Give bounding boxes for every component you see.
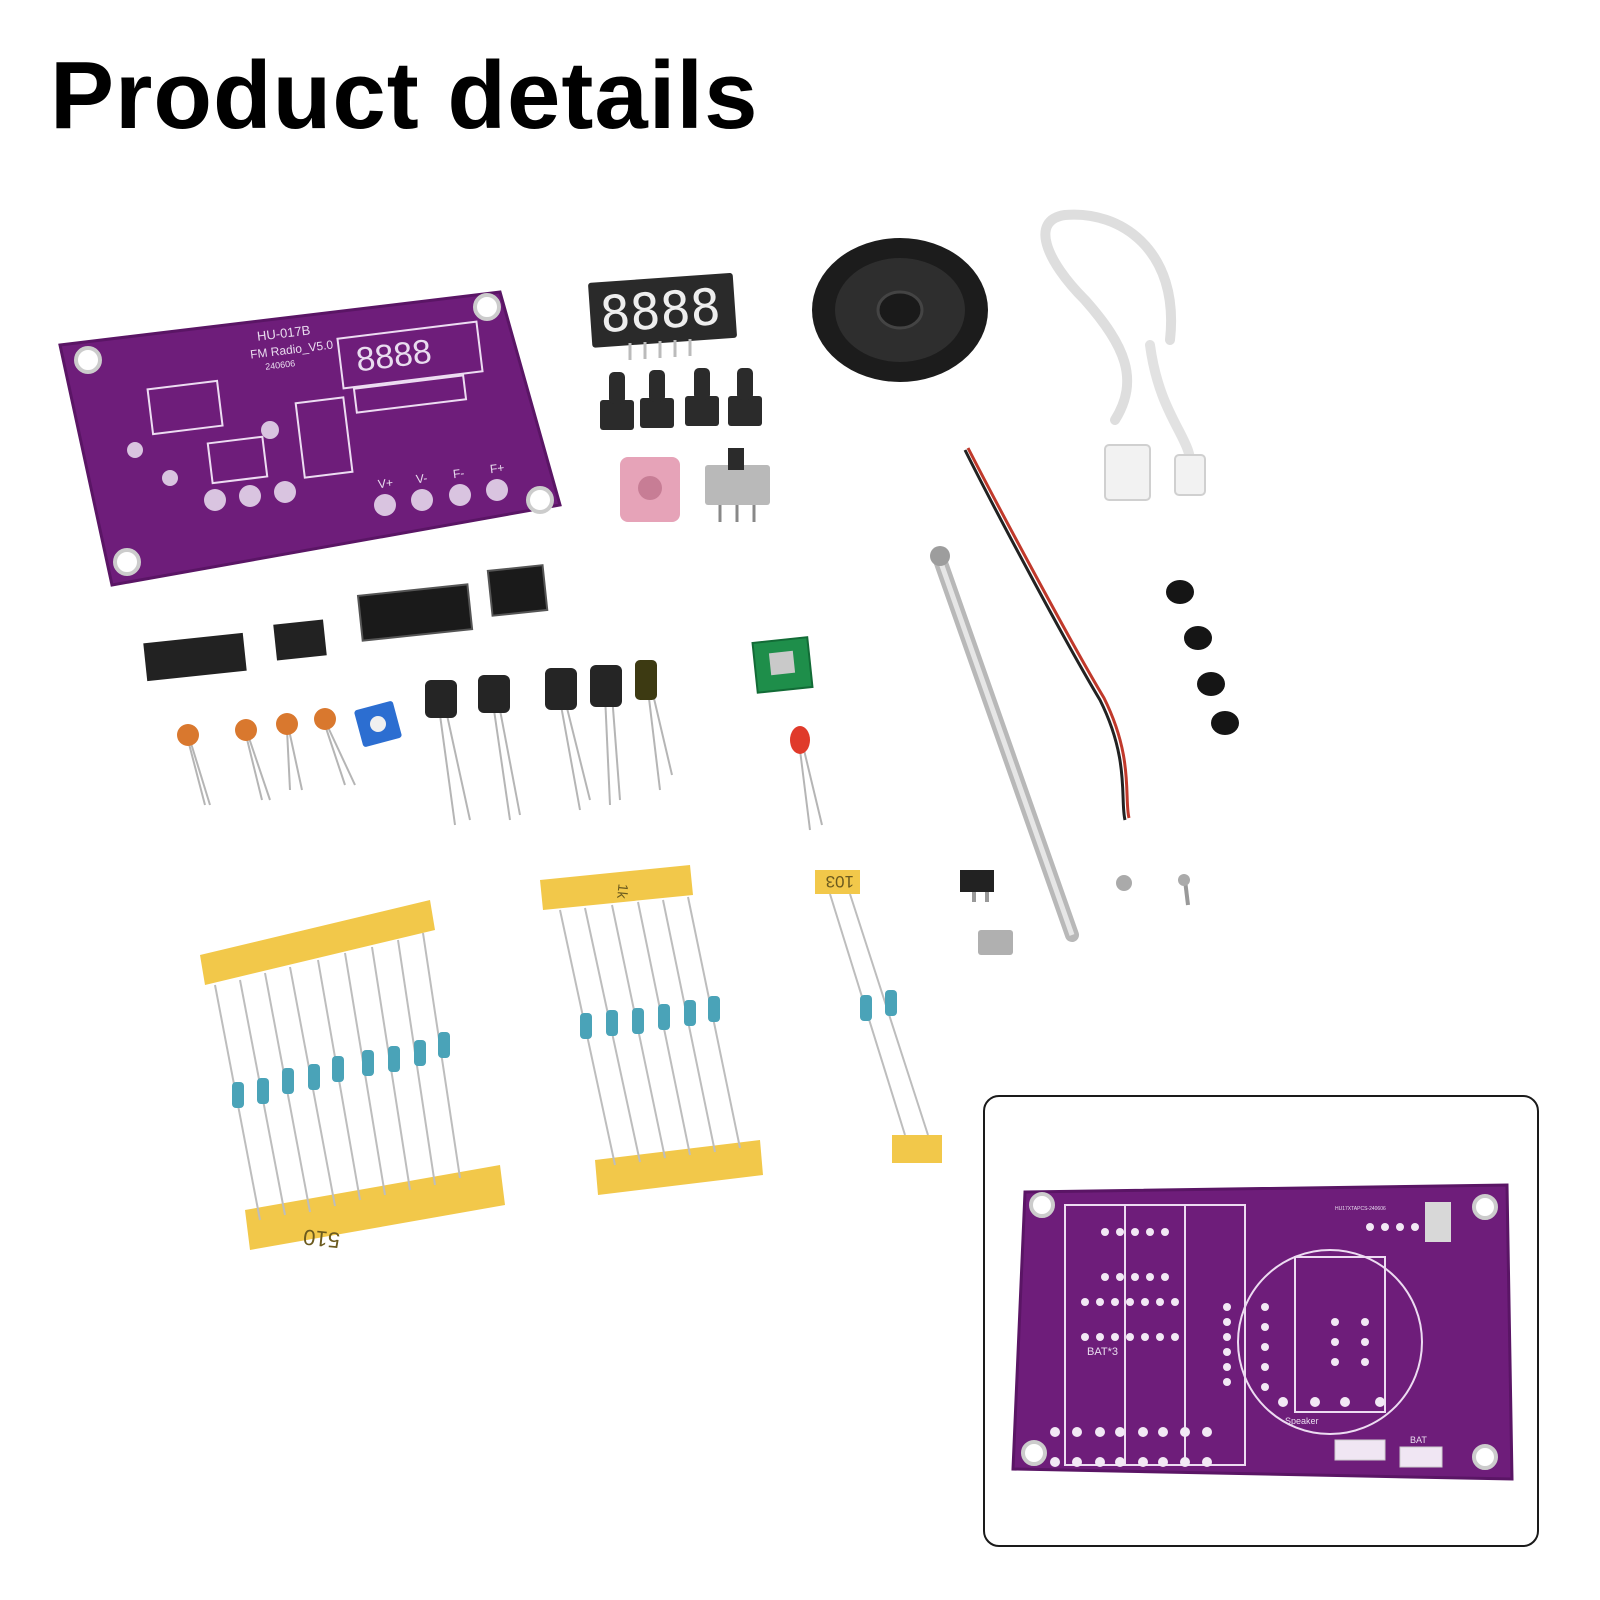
inset-back-pcb: BAT*3 Speaker BAT HU17XTAPCS-240606 — [983, 1095, 1539, 1547]
back-pcb-bat-label: BAT — [1410, 1435, 1427, 1445]
rubber-feet — [1166, 580, 1239, 735]
pcb-btn-vplus: V+ — [377, 475, 394, 491]
antenna-icon — [930, 447, 1131, 942]
headphone-jack — [620, 457, 680, 522]
back-pcb-code: HU17XTAPCS-240606 — [1335, 1206, 1386, 1212]
back-pcb-speaker-label: Speaker — [1285, 1416, 1319, 1426]
usb-cable-icon — [1040, 209, 1206, 501]
svg-text:8888: 8888 — [598, 278, 722, 344]
speaker-icon — [812, 238, 988, 382]
slide-switch — [705, 448, 770, 522]
pcb-btn-vminus: V- — [415, 471, 428, 486]
pcb-btn-fminus: F- — [452, 466, 465, 481]
capacitors — [177, 660, 823, 831]
tape-label-1k: 1k — [614, 883, 632, 900]
tactile-buttons — [600, 368, 762, 430]
tape-label-510: 510 — [302, 1224, 341, 1253]
front-pcb: 8888 HU-017B FM Radio_V5.0 240606 V+ V- … — [58, 290, 562, 587]
pcb-model: HU-017B — [256, 322, 311, 343]
pcb-btn-fplus: F+ — [489, 461, 505, 477]
small-parts — [960, 870, 1190, 955]
page-title: Product details — [50, 42, 759, 149]
svg-text:8888: 8888 — [354, 333, 434, 380]
back-pcb-photo: BAT*3 Speaker BAT HU17XTAPCS-240606 — [1011, 1183, 1514, 1481]
display-icon: 8888 — [588, 273, 737, 360]
ics-and-sockets — [143, 564, 549, 682]
radio-module — [751, 636, 814, 694]
resistor-tapes: 510 1k 103 — [200, 865, 942, 1253]
pcb-date: 240606 — [265, 358, 296, 372]
back-pcb-battery-label: BAT*3 — [1087, 1346, 1118, 1358]
tape-label-103: 103 — [826, 872, 854, 891]
